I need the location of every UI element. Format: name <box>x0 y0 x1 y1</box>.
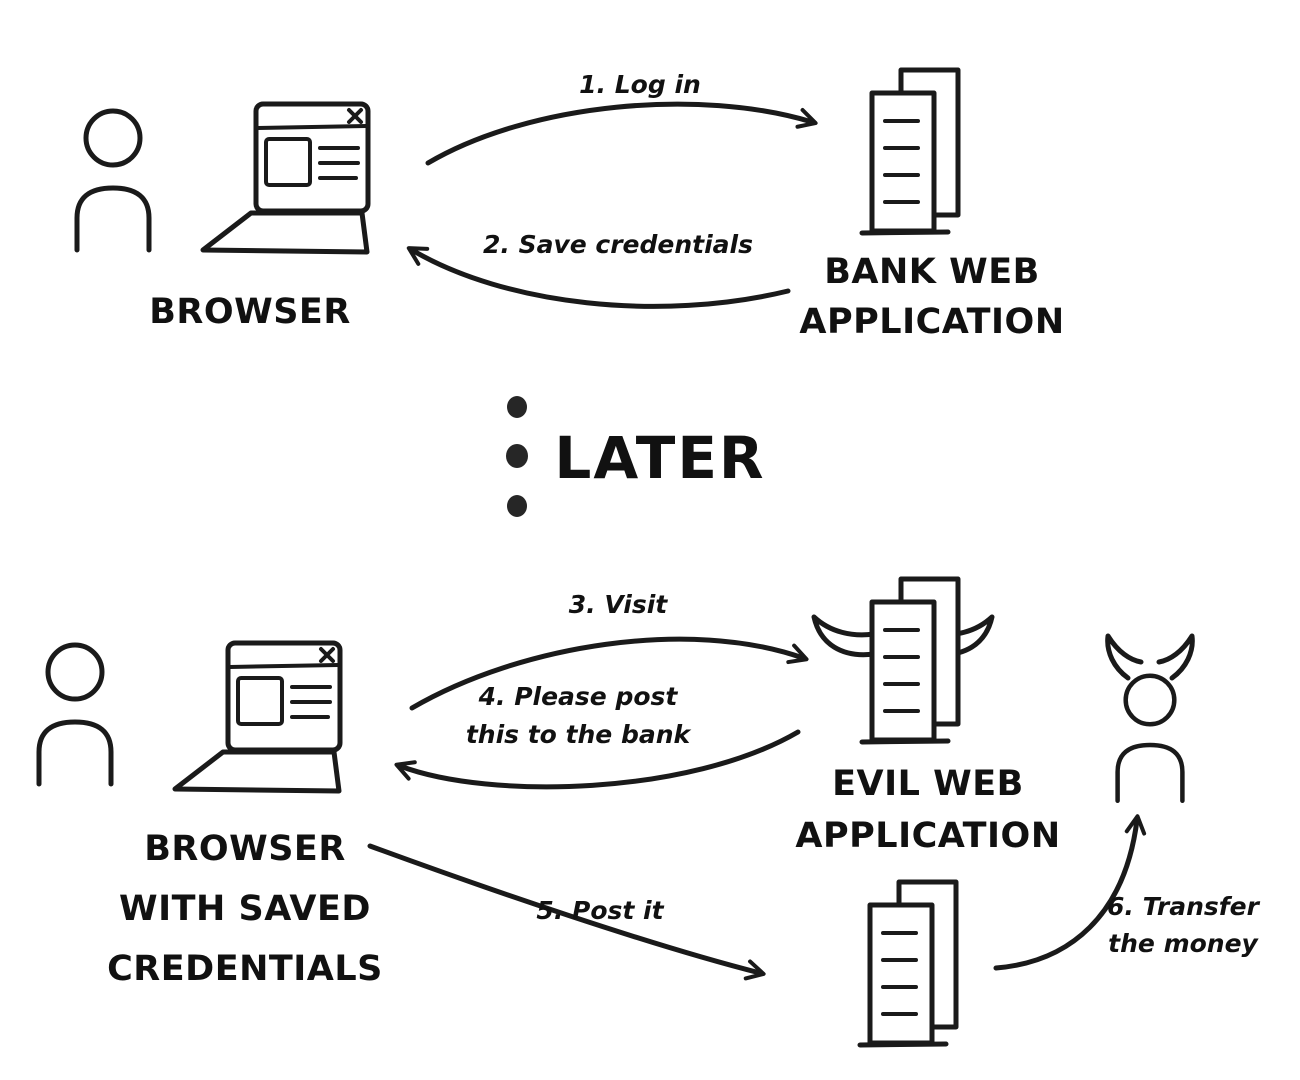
evil-building <box>811 579 995 742</box>
evil-label-line2: APPLICATION <box>795 816 1060 856</box>
arrow-transfer-money <box>993 814 1147 971</box>
arrow-transfer-label-line1: 6. Transfer <box>1107 892 1261 921</box>
bank-building-bottom <box>860 882 956 1045</box>
arrow-login <box>425 101 818 166</box>
browser-laptop-top <box>203 104 368 252</box>
arrow-post-it-label: 5. Post it <box>536 896 664 925</box>
bank-building-top <box>862 70 958 233</box>
attacker-figure <box>1105 633 1195 801</box>
arrow-visit <box>409 636 809 711</box>
later-label: LATER <box>554 424 765 492</box>
browser-saved-label-line3: CREDENTIALS <box>107 949 383 989</box>
user-figure-bottom <box>39 645 111 784</box>
browser-saved-label-line1: BROWSER <box>144 829 346 869</box>
browser-label-top: BROWSER <box>149 292 351 332</box>
arrow-post-it <box>367 843 766 981</box>
arrow-please-post <box>394 729 801 790</box>
arrow-login-label: 1. Log in <box>579 70 701 99</box>
arrow-please-post-label-line2: this to the bank <box>466 720 692 749</box>
arrow-transfer-label-line2: the money <box>1108 929 1259 958</box>
bank-label-line2: APPLICATION <box>799 302 1064 342</box>
arrow-save-credentials <box>406 246 791 309</box>
arrow-save-credentials-label: 2. Save credentials <box>483 230 753 259</box>
arrow-please-post-label-line1: 4. Please post <box>478 682 679 711</box>
arrow-visit-label: 3. Visit <box>569 590 669 619</box>
browser-saved-label-line2: WITH SAVED <box>119 889 371 929</box>
time-dots <box>506 396 528 517</box>
bank-label-line1: BANK WEB <box>824 252 1040 292</box>
browser-laptop-bottom <box>175 643 340 791</box>
user-figure-top <box>77 111 149 250</box>
evil-label-line1: EVIL WEB <box>832 764 1024 804</box>
